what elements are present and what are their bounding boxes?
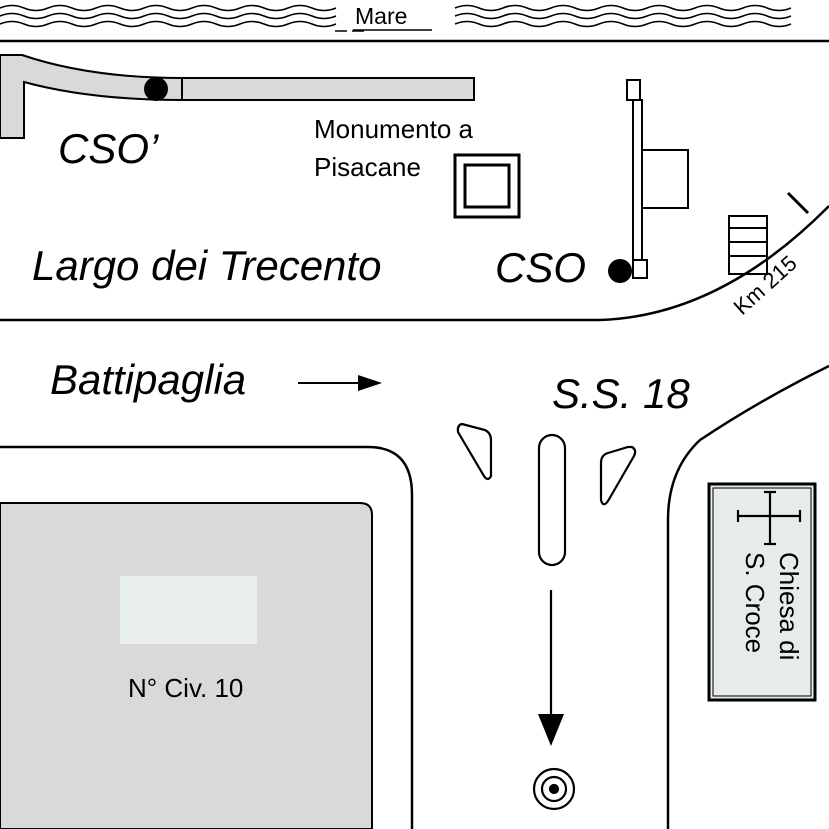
- direction-label: Battipaglia: [50, 356, 246, 403]
- church: Chiesa di S. Croce: [707, 482, 817, 702]
- church-label-line1: Chiesa di: [774, 552, 804, 660]
- cso-label: CSO: [495, 244, 586, 291]
- monument-label-line2: Pisacane: [314, 152, 421, 182]
- building-number-label: N° Civ. 10: [128, 673, 243, 703]
- road-edge-block: [0, 445, 414, 829]
- target-marker-icon: [532, 767, 576, 811]
- cso-prime-marker: [144, 77, 168, 101]
- steps: [728, 215, 768, 275]
- building-plate: [120, 576, 257, 644]
- sea-label-bg: [340, 0, 440, 28]
- sea-waves: [0, 4, 792, 32]
- square-label: Largo dei Trecento: [32, 242, 381, 289]
- road-label: S.S. 18: [552, 370, 690, 417]
- structure-right: [626, 79, 689, 279]
- church-label-line2: S. Croce: [740, 552, 770, 653]
- right-arrow-icon: [298, 375, 382, 391]
- road-edge-east: [666, 364, 829, 829]
- traffic-islands: [456, 422, 637, 567]
- road-edge-north: [0, 205, 829, 322]
- down-arrow-icon: [538, 590, 564, 746]
- cso-marker: [608, 259, 632, 283]
- building-block: [0, 502, 373, 829]
- pier-body: [0, 54, 475, 139]
- km-tick: [786, 191, 810, 215]
- monument-icon: [453, 153, 521, 219]
- monument-label-line1: Monumento a: [314, 114, 474, 144]
- cso-prime-label: CSO’: [58, 125, 159, 172]
- sea-label: Mare: [355, 3, 407, 29]
- cross-icon: [736, 490, 802, 546]
